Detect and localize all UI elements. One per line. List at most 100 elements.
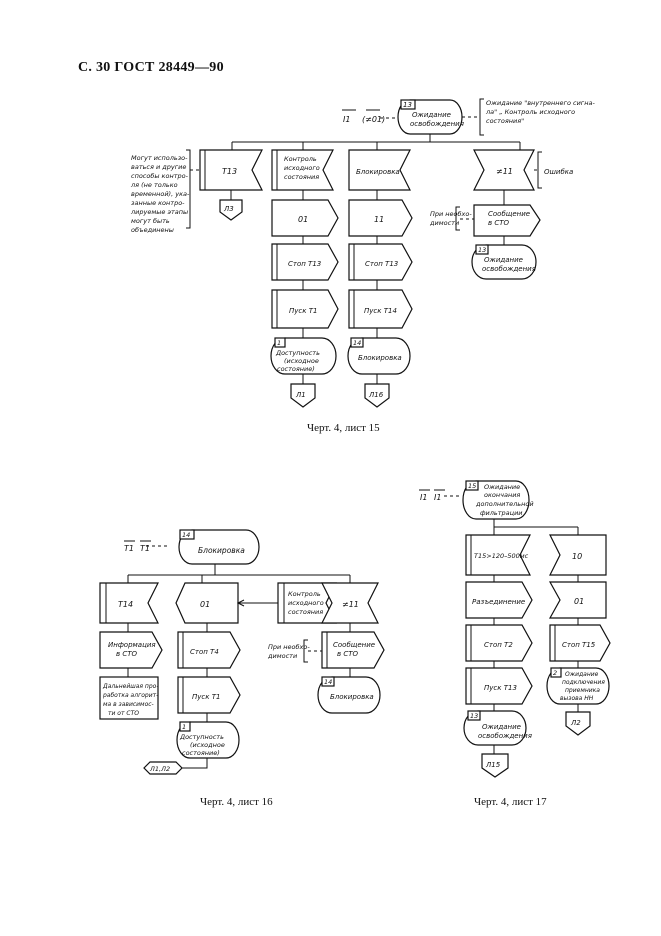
flowchart-label: Пуск Т13: [484, 684, 517, 692]
flowchart-label: ля (не только: [130, 181, 178, 189]
flowchart-label: 1: [277, 339, 281, 347]
flowchart-label: ти от СТО: [108, 710, 139, 717]
sheet15-input-2: (≠01): [362, 115, 385, 124]
flow-symbol: [481, 753, 509, 778]
flowchart-label: могут быть: [131, 217, 170, 225]
flow-symbol: [400, 99, 416, 110]
flowchart-label: Стоп Т13: [365, 260, 398, 268]
flowchart-label: 14: [353, 339, 361, 347]
sheet15-input-1: I1: [343, 115, 350, 124]
flowchart-label: T1: [124, 544, 134, 553]
flow-symbol: [179, 529, 195, 540]
flowchart-label: состояние): [182, 749, 220, 757]
flow-symbol: [321, 676, 335, 687]
flowchart-label: Л1: [295, 391, 306, 399]
flowchart-label: фильтрации: [480, 509, 523, 517]
flow-symbol: [364, 383, 390, 408]
flowchart-label: I1: [420, 493, 427, 502]
flow-symbol: [271, 289, 339, 329]
flow-symbol: [99, 676, 159, 720]
flow-symbol: [179, 721, 191, 732]
flowchart-label: Дальнейшая про-: [102, 683, 159, 690]
flowchart-label: временной), ука-: [131, 190, 190, 198]
flowchart-label: в СТО: [488, 219, 510, 227]
flowchart-label: Доступность: [275, 349, 320, 357]
sheet15-col2-input: [271, 149, 334, 191]
flowchart-label: Сообщение: [333, 641, 375, 649]
flow-symbol: [455, 206, 460, 231]
flowchart-label: состояния": [486, 117, 524, 125]
flowchart-label: T15>120–500мс: [474, 552, 529, 560]
sheet17-caption: Черт. 4, лист 17: [474, 796, 547, 808]
flow-symbol: [177, 676, 241, 714]
flowchart-label: занные контро-: [131, 199, 185, 207]
flowchart-label: Ожидание "внутреннего сигна-: [486, 99, 595, 107]
flowchart-label: Ошибка: [544, 168, 573, 176]
flow-symbol: [473, 204, 541, 237]
flowchart-label: 01: [574, 597, 584, 606]
flow-symbol: [321, 631, 385, 669]
flowchart-label: При необхо-: [268, 643, 310, 651]
flowchart-label: Контроль: [288, 590, 321, 598]
flowchart-label: 01: [298, 215, 308, 224]
flowchart-label: Стоп Т2: [484, 641, 513, 649]
flow-symbol: [550, 667, 562, 678]
flowchart-label: (исходное: [284, 357, 319, 365]
flowchart-label: Разъединение: [472, 598, 525, 606]
flowchart-label: Ожидание: [565, 671, 599, 678]
flowchart-label: ваться и другие: [131, 163, 186, 171]
flowchart-label: Ожидание: [412, 111, 451, 119]
flow-symbol: [274, 337, 286, 348]
sheet16-caption: Черт. 4, лист 16: [200, 796, 273, 808]
flow-symbol: [475, 244, 489, 255]
flowchart-label: приемника: [565, 687, 600, 694]
flowchart-label: Стоп Т4: [190, 648, 219, 656]
sheet15-diagram: I1 (≠01) 13 Ожидание освобождения Ожидан…: [130, 98, 595, 408]
flowchart-label: состояние): [277, 365, 315, 373]
flowchart-label: 10: [572, 552, 582, 561]
flow-symbol: [465, 534, 531, 576]
flowchart-label: подключения: [562, 679, 605, 686]
flowchart-label: 1: [182, 723, 186, 731]
flow-symbol: [348, 289, 413, 329]
flowchart-label: в СТО: [116, 650, 138, 658]
flowchart-label: Стоп Т15: [562, 641, 596, 649]
flow-symbol: [537, 151, 542, 189]
flowchart-label: объединены: [131, 226, 174, 234]
flowchart-label: 14: [182, 531, 190, 539]
flowchart-label: Л2: [570, 719, 581, 727]
flow-symbol: [467, 710, 481, 721]
flowchart-label: Блокировка: [330, 693, 374, 701]
flow-symbol: [99, 631, 163, 669]
flowchart-label: ≠11: [342, 600, 359, 609]
flowchart-label: вызова НН: [560, 695, 594, 702]
flow-symbol: [465, 581, 533, 619]
flow-symbol: [303, 639, 308, 663]
flowchart-label: 13: [470, 712, 478, 720]
flow-symbol: [186, 149, 191, 229]
flowchart-label: 13: [478, 246, 486, 254]
flow-symbol: [565, 711, 591, 736]
flowchart-label: состояния: [288, 608, 323, 616]
flowchart-label: Доступность: [179, 733, 224, 741]
flowchart-label: 15: [468, 482, 476, 490]
flowchart-label: Пуск Т1: [192, 693, 220, 701]
flowchart-label: Л1,Л2: [149, 765, 170, 773]
flow-symbol: [321, 582, 379, 624]
flowchart-label: ≠11: [496, 167, 513, 176]
flowchart-label: Л16: [368, 391, 384, 399]
flow-symbol: [143, 761, 183, 775]
flow-symbol: [236, 599, 245, 607]
sheet15-col2-output: [271, 199, 339, 237]
flowchart-label: I1: [434, 493, 441, 502]
flowchart-label: освобождения: [478, 732, 532, 740]
page-header: С. 30 ГОСТ 28449—90: [78, 60, 224, 75]
flow-symbol: [180, 758, 208, 769]
flowchart-label: исходного: [288, 599, 324, 607]
flow-symbol: [177, 631, 241, 669]
flowchart-label: Блокировка: [356, 168, 400, 176]
sheet17-state: [462, 480, 530, 520]
flowchart-label: Л15: [485, 761, 501, 769]
flowchart-label: состояния: [284, 173, 319, 181]
